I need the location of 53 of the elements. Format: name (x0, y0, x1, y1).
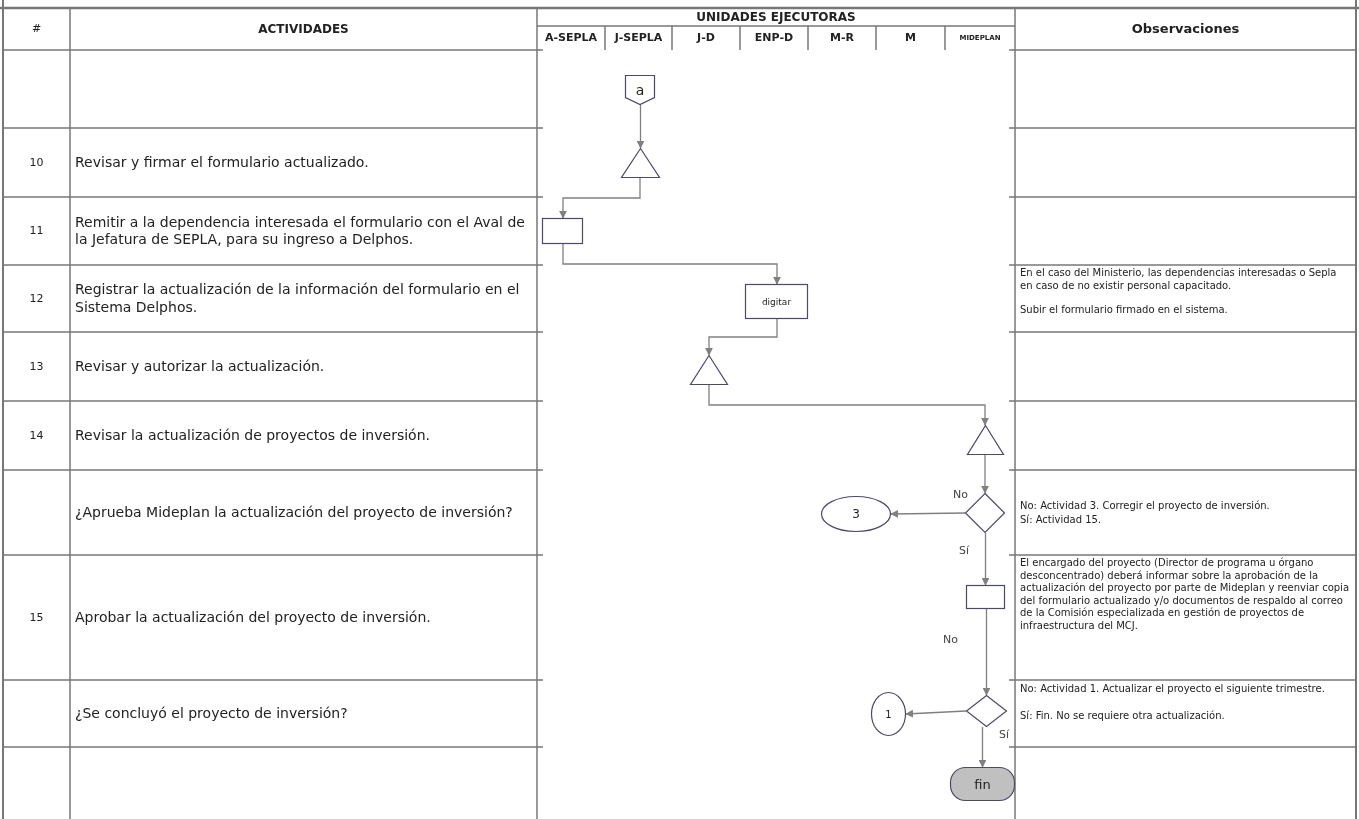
arrow (705, 318, 778, 356)
arrow (890, 510, 966, 518)
activity-text: Revisar la actualización de proyectos de inversión. (75, 426, 430, 445)
connector-oval: 1 (871, 692, 906, 736)
activity-text: Revisar y autorizar la actualización. (75, 357, 325, 376)
observation-text: En el caso del Ministerio, las dependencias interesadas o Sepla en caso de no existir personal capacitado. (1020, 267, 1338, 292)
arrow (562, 243, 781, 285)
arrow (636, 104, 645, 149)
column-header: Observaciones (1131, 20, 1240, 38)
arrow (982, 608, 991, 696)
activity-text: Aprobar la actualización del proyecto de inversión. (75, 608, 431, 627)
lane-header: M (905, 31, 916, 45)
observation-text: Subir el formulario firmado en el sistema. (1020, 304, 1228, 317)
arrow (981, 532, 990, 586)
column-header: # (31, 22, 42, 36)
decision-diamond (966, 695, 1007, 727)
observation-text: El encargado del proyecto (Director de programa u órgano desconcentrado) deberá informar sobre la aprobación de la actualización del proyecto por parte de Mideplan y reenviar copia del formulario actualizado y/o documentos de respaldo al correo de la Comisión especializada en gestión de proyectos de infraestructura del MCJ. (1020, 557, 1351, 632)
arrow (559, 177, 641, 219)
arrow (981, 454, 989, 494)
lane-header: A-SEPLA (544, 31, 598, 45)
triangle-symbol (621, 148, 660, 178)
lane-header: ENP-D (754, 31, 794, 45)
step-number: 14 (29, 428, 44, 443)
arrow (978, 726, 987, 768)
step-number: 13 (29, 359, 44, 374)
activity-text: Remitir a la dependencia interesada el formulario con el Aval de la Jefatura de SEPLA, para su ingreso a Delphos. (75, 213, 526, 249)
terminator: fin (950, 767, 1015, 801)
step-number: 12 (29, 291, 44, 306)
process-box (966, 585, 1005, 609)
off-page-connector: a (625, 75, 655, 105)
step-number: 15 (29, 610, 44, 625)
arrow (708, 384, 989, 426)
observation-text: No: Actividad 1. Actualizar el proyecto el siguiente trimestre. (1020, 683, 1325, 696)
lane-header: J-D (697, 31, 715, 45)
process-box: digitar (745, 284, 808, 319)
decision-question: ¿Aprueba Mideplan la actualización del proyecto de inversión? (75, 503, 513, 522)
triangle-symbol (690, 355, 728, 385)
step-number: 11 (29, 224, 44, 238)
process-box (542, 218, 583, 244)
observation-text: Sí: Fin. No se requiere otra actualización. (1020, 710, 1225, 723)
observation-text: Sí: Actividad 15. (1020, 514, 1102, 527)
activity-text: Revisar y firmar el formulario actualizado. (75, 153, 369, 172)
triangle-symbol (967, 425, 1004, 455)
decision-question: ¿Se concluyó el proyecto de inversión? (75, 704, 348, 723)
step-number: 10 (29, 155, 44, 170)
column-header: UNIDADES EJECUTORAS (696, 9, 856, 25)
column-header: ACTIVIDADES (258, 21, 349, 37)
lane-header: J-SEPLA (614, 31, 663, 45)
activity-text: Registrar la actualización de la información del formulario en el Sistema Delphos. (75, 281, 521, 316)
lane-header: M-R (830, 31, 854, 45)
arrow (905, 709, 967, 718)
observation-text: No: Actividad 3. Corregir el proyecto de inversión. (1020, 500, 1270, 513)
connector-oval: 3 (821, 496, 891, 532)
